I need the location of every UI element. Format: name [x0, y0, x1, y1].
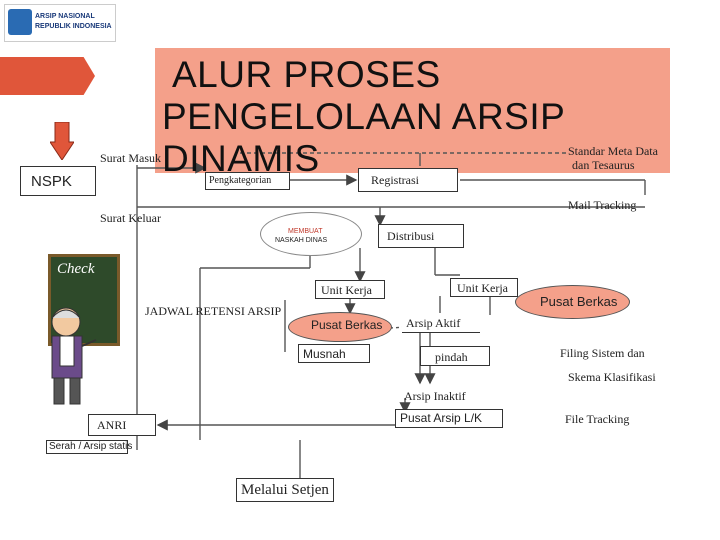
musnah-label: Musnah	[303, 347, 346, 361]
dan-tesaurus-label: dan Tesaurus	[572, 158, 635, 172]
anri-logo: ARSIP NASIONAL REPUBLIK INDONESIA	[4, 4, 116, 42]
pusat-berkas-right-label: Pusat Berkas	[540, 294, 618, 309]
logo-emblem-icon	[8, 9, 32, 35]
distribusi-box: Distribusi	[378, 224, 464, 248]
pengkategorian-box: Pengkategorian	[205, 172, 290, 190]
nspk-box: NSPK	[20, 166, 96, 196]
logo-line-2: REPUBLIK INDONESIA	[35, 23, 112, 30]
logo-line-1: ARSIP NASIONAL	[35, 13, 95, 20]
pusat-berkas-mid-oval	[288, 312, 392, 342]
melalui-setjen-label: Melalui Setjen	[241, 482, 329, 498]
chalkboard-text: Check	[57, 261, 95, 277]
arsip-aktif-box: Arsip Aktif	[402, 316, 480, 333]
pusat-arsip-box: Pusat Arsip L/K	[395, 409, 503, 428]
pindah-label: pindah	[435, 350, 468, 364]
membuat-naskah-oval	[260, 212, 362, 256]
registrasi-box: Registrasi	[358, 168, 458, 192]
page-title: ALUR PROSES PENGELOLAAN ARSIP DINAMIS	[162, 54, 565, 180]
arsip-inaktif-label: Arsip Inaktif	[404, 389, 466, 403]
surat-keluar-label: Surat Keluar	[100, 211, 161, 225]
unit-kerja-2-box: Unit Kerja	[450, 278, 518, 297]
surat-masuk-label: Surat Masuk	[100, 151, 161, 165]
unit-kerja-2-label: Unit Kerja	[457, 281, 508, 295]
nspk-label: NSPK	[31, 173, 72, 190]
title-background	[155, 48, 670, 173]
anri-box: ANRI	[88, 414, 156, 436]
mail-tracking-label: Mail Tracking	[568, 198, 637, 212]
membuat-naskah-line-2: NASKAH DINAS	[275, 237, 328, 244]
membuat-naskah-line-1: MEMBUAT	[288, 228, 323, 235]
filing-sistem-label: Filing Sistem dan	[560, 346, 645, 360]
teacher-icon	[36, 300, 100, 408]
registrasi-label: Registrasi	[371, 173, 419, 187]
pusat-arsip-label: Pusat Arsip L/K	[400, 411, 483, 425]
file-tracking-label: File Tracking	[565, 412, 630, 426]
unit-kerja-1-box: Unit Kerja	[315, 280, 385, 299]
anri-label: ANRI	[97, 418, 127, 432]
standar-meta-data-label: Standar Meta Data	[568, 144, 658, 158]
serah-label: Serah / Arsip statis	[49, 441, 133, 452]
title-line-2: PENGELOLAAN ARSIP	[162, 96, 566, 137]
serah-box: Serah / Arsip statis	[46, 440, 132, 454]
pusat-berkas-mid-label: Pusat Berkas	[311, 318, 383, 332]
jadwal-retensi-label: JADWAL RETENSI ARSIP	[145, 304, 282, 318]
musnah-box: Musnah	[298, 344, 370, 363]
unit-kerja-1-label: Unit Kerja	[321, 283, 372, 297]
melalui-setjen-box: Melalui Setjen	[236, 478, 334, 502]
arsip-aktif-label: Arsip Aktif	[406, 316, 461, 330]
distribusi-label: Distribusi	[387, 229, 435, 243]
pengkategorian-label: Pengkategorian	[209, 175, 272, 186]
red-stripe	[0, 57, 95, 95]
skema-klasifikasi-label: Skema Klasifikasi	[568, 370, 656, 384]
down-arrow-icon	[49, 121, 75, 161]
title-line-1: ALUR PROSES	[172, 54, 441, 95]
pindah-box: pindah	[420, 346, 490, 366]
pusat-berkas-right-oval	[515, 285, 630, 319]
